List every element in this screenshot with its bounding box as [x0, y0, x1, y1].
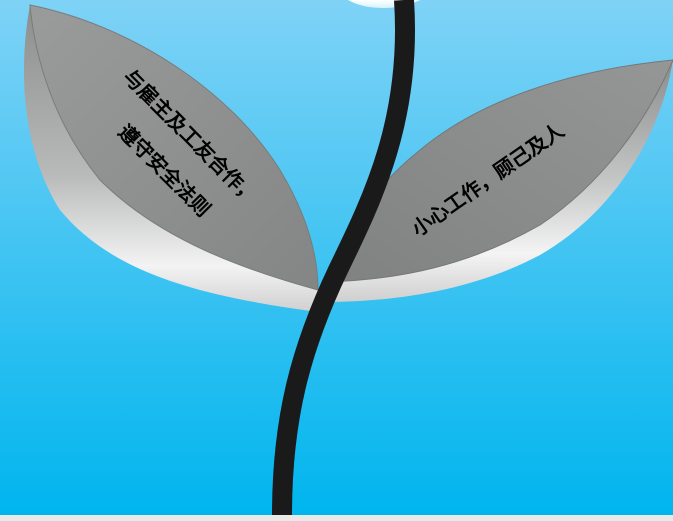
left-leaf-side: [23, 5, 319, 312]
bottom-strip: [0, 515, 673, 521]
plant-stem: [272, 0, 415, 516]
right-leaf-side: [322, 60, 673, 302]
